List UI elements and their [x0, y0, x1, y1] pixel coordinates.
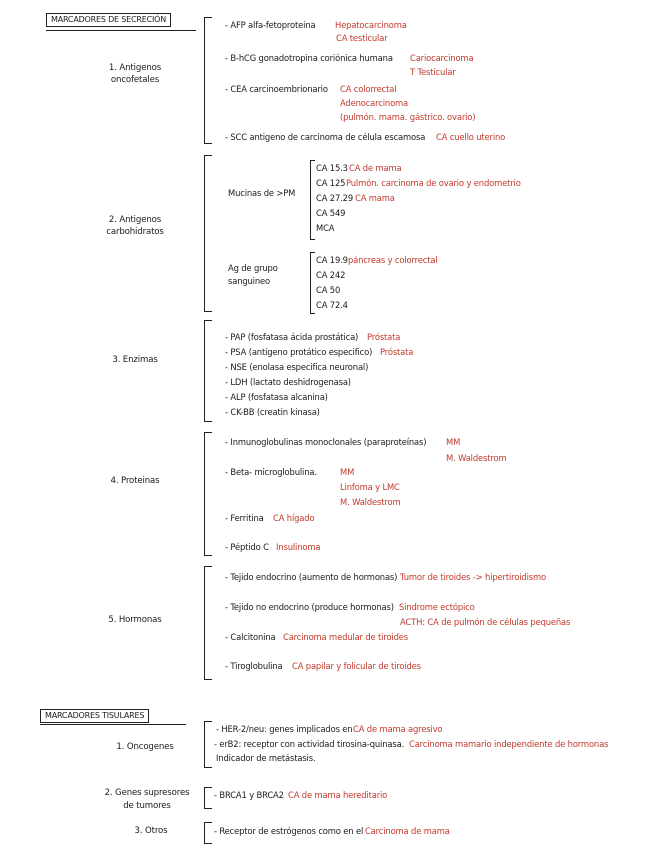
thyroglobulin-result: CA papilar y folicular de tiroides — [292, 661, 421, 671]
marker-ca724: CA 72.4 — [316, 300, 348, 310]
marker-hcg: - B-hCG gonadotropina coriónica humana — [225, 53, 393, 63]
marker-erb2: - erB2: receptor con actividad tirosina-… — [214, 739, 405, 749]
afp-result-2: CA testicular — [336, 33, 388, 43]
category-oncofetal-line1: 1. Antigenos — [108, 63, 162, 73]
psa-result: Próstata — [380, 347, 414, 357]
group-blood-line1: Ag de grupo — [228, 263, 278, 273]
ca2729-result: CA mama — [355, 193, 395, 203]
marker-pap: - PAP (fosfatasa ácida prostática) — [225, 332, 359, 342]
category-proteins: 4. Proteinas — [110, 476, 160, 486]
immunoglobulins-result-1: MM — [446, 437, 461, 447]
category-enzymes: 3. Enzimas — [112, 355, 158, 365]
ferritin-result: CA hígado — [273, 513, 315, 523]
marker-ckbb: - CK-BB (creatin kinasa) — [225, 407, 320, 417]
marker-thyroglobulin: - Tiroglobulina — [225, 661, 283, 671]
marker-scc: - SCC antigeno de carcinoma de célula es… — [225, 132, 426, 142]
endocrine-result: Tumor de tiroides -> hipertiroidismo — [400, 572, 546, 582]
bracket-mucinas — [310, 160, 315, 240]
bracket-blood-group — [310, 252, 315, 314]
cea-result-1: CA colorrectal — [340, 84, 397, 94]
marker-ca2729: CA 27.29 — [316, 193, 354, 203]
nonendocrine-result-1: Sindrome ectópico — [399, 602, 475, 612]
marker-brca: - BRCA1 y BRCA2 — [214, 790, 284, 800]
immunoglobulins-result-2: M. Waldestrom — [446, 453, 507, 463]
bracket-carbohydrate — [204, 155, 212, 312]
cea-result-2: Adenocarcinoma — [340, 98, 409, 108]
bracket-hormones — [204, 566, 212, 680]
category-carbohydrate-line2: carbohidratos — [106, 227, 164, 237]
afp-result-1: Hepatocarcinoma — [335, 20, 407, 30]
peptide-c-result: Insulinoma — [276, 542, 321, 552]
estrogen-receptor-result: Carcinoma de mama — [365, 826, 450, 836]
cea-result-3: (pulmón. mama. gástrico. ovario) — [340, 112, 476, 122]
group-blood-line2: sanguineo — [228, 276, 270, 286]
tissue-header-underline — [40, 724, 186, 725]
nonendocrine-result-2: ACTH: CA de pulmón de células pequeñas — [400, 617, 571, 627]
bracket-proteins — [204, 432, 212, 556]
category-suppressor-line1: 2. Genes supresores — [104, 788, 190, 798]
metastasis-indicator: Indicador de metástasis. — [216, 753, 316, 763]
beta-result-3: M. Waldestrom — [340, 497, 401, 507]
marker-ldh: - LDH (lactato deshidrogenasa) — [225, 377, 351, 387]
bracket-suppressor-genes — [204, 787, 212, 809]
category-suppressor-line2: de tumores — [123, 801, 171, 811]
secretion-header-underline — [46, 30, 196, 31]
bracket-oncofetal — [204, 17, 212, 144]
group-mucinas: Mucinas de >PM — [228, 188, 296, 198]
bracket-enzymes — [204, 320, 212, 422]
marker-estrogen-receptor: - Receptor de estrógenos como en el — [214, 826, 364, 836]
ca125-result: Pulmón. carcinoma de ovario y endometrio — [346, 178, 521, 188]
marker-her2: - HER-2/neu: genes implicados en — [216, 724, 353, 734]
bracket-oncogenes — [204, 721, 212, 768]
calcitonin-result: Carcinoma medular de tiroides — [283, 632, 408, 642]
category-others: 3. Otros — [134, 826, 168, 836]
secretion-header: MARCADORES DE SECRECIÓN — [46, 13, 172, 27]
marker-nse: - NSE (enolasa especifica neuronal) — [225, 362, 369, 372]
marker-mca: MCA — [316, 223, 335, 233]
marker-endocrine-tissue: - Tejido endocrino (aumento de hormonas) — [225, 572, 398, 582]
hcg-result-1: Cariocarcinoma — [410, 53, 474, 63]
pap-result: Próstata — [367, 332, 401, 342]
marker-nonendocrine-tissue: - Tejido no endocrino (produce hormonas) — [225, 602, 394, 612]
marker-peptide-c: - Péptido C — [225, 542, 269, 552]
marker-ferritin: - Ferritina — [225, 513, 264, 523]
marker-psa: - PSA (antigeno protático especifico) — [225, 347, 373, 357]
brca-result: CA de mama hereditario — [288, 790, 388, 800]
category-carbohydrate-line1: 2. Antigenos — [108, 215, 162, 225]
marker-ca549: CA 549 — [316, 208, 346, 218]
marker-calcitonin: - Calcitonina — [225, 632, 276, 642]
tissue-header: MARCADORES TISULARES — [40, 709, 150, 723]
marker-ca153: CA 15.3 — [316, 163, 348, 173]
hcg-result-2: T Testicular — [410, 67, 456, 77]
ca153-result: CA de mama — [349, 163, 402, 173]
her2-result: CA de mama agresivo — [353, 724, 443, 734]
category-oncogenes: 1. Oncogenes — [116, 742, 174, 752]
category-hormones: 5. Hormonas — [108, 615, 162, 625]
marker-afp: - AFP alfa-fetoproteina — [225, 20, 316, 30]
erb2-result: Carcinoma mamario independiente de hormo… — [409, 739, 609, 749]
category-oncofetal-line2: oncofetales — [110, 75, 160, 85]
beta-result-2: Linfoma y LMC — [340, 482, 400, 492]
marker-ca125: CA 125 — [316, 178, 346, 188]
marker-ca242: CA 242 — [316, 270, 346, 280]
marker-alp: - ALP (fosfatasa alcanina) — [225, 392, 328, 402]
marker-ca50: CA 50 — [316, 285, 341, 295]
marker-ca199: CA 19.9 — [316, 255, 348, 265]
marker-immunoglobulins: - Inmunoglobulinas monoclonales (parapro… — [225, 437, 427, 447]
bracket-others — [204, 822, 212, 844]
marker-cea: - CEA carcinoembrionario — [225, 84, 328, 94]
scc-result: CA cuello uterino — [436, 132, 506, 142]
ca199-result: páncreas y colorrectal — [348, 255, 438, 265]
beta-result-1: MM — [340, 467, 355, 477]
marker-beta-microglobulin: - Beta- microglobulina. — [225, 467, 317, 477]
